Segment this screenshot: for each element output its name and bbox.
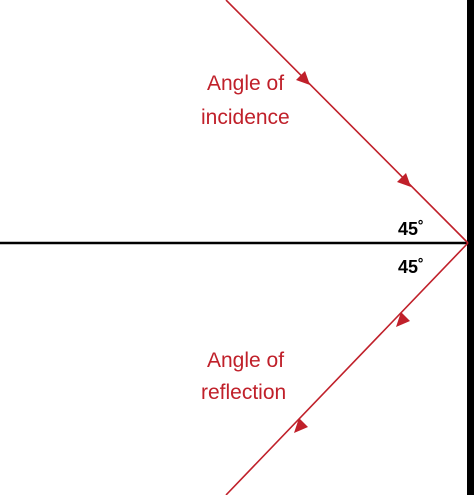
reflected-arrow-1 <box>396 312 410 327</box>
incidence-label-line1: Angle of <box>207 72 284 95</box>
incident-ray <box>225 0 469 244</box>
mirror-surface <box>467 0 474 495</box>
reflected-arrow-2 <box>294 418 308 433</box>
angle-bottom-label: 45˚ <box>398 257 424 277</box>
angle-top-label: 45˚ <box>398 219 424 239</box>
incident-arrow-2 <box>397 173 411 187</box>
reflected-ray <box>225 242 469 495</box>
incidence-label-line2: incidence <box>201 106 290 129</box>
reflection-label-line2: reflection <box>201 381 286 404</box>
reflection-label-line1: Angle of <box>207 349 284 372</box>
incident-arrow-1 <box>296 71 310 85</box>
